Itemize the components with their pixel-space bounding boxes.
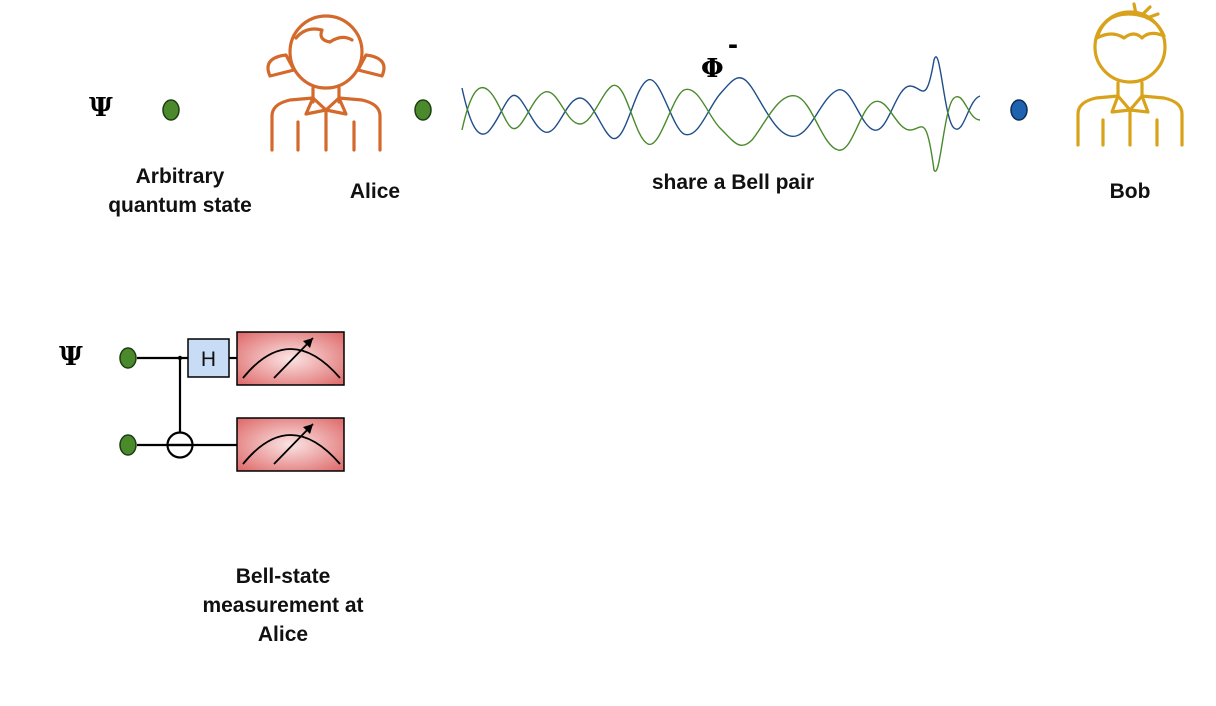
bsm-label: Bell-state measurement at Alice (202, 565, 364, 646)
phi-symbol: Φ (701, 54, 724, 84)
alice-icon (266, 14, 386, 152)
wave-green (461, 84, 981, 172)
alice-qubit (414, 99, 432, 121)
hadamard-gate (187, 338, 230, 378)
bob-label: Bob (1109, 180, 1151, 203)
circuit (137, 356, 238, 459)
alice-label: Alice (349, 180, 401, 203)
psi-symbol-circuit: Ψ (59, 342, 83, 372)
circuit-qubit-1 (119, 347, 137, 369)
wave-blue (461, 56, 981, 139)
psi-symbol: Ψ (89, 93, 113, 123)
bob-icon (1076, 2, 1184, 147)
phi-minus-superscript: - (728, 28, 738, 61)
bell-pair-label: share a Bell pair (651, 171, 815, 194)
circuit-qubit-2 (119, 434, 137, 456)
meter-icon (236, 331, 345, 386)
cnot-control (177, 355, 183, 361)
psi-qubit (162, 99, 180, 121)
bob-qubit (1010, 99, 1028, 121)
hadamard-label: H (201, 348, 216, 371)
arbitrary-state-label: Arbitrary quantum state (108, 165, 252, 217)
meter-icon (236, 417, 345, 472)
